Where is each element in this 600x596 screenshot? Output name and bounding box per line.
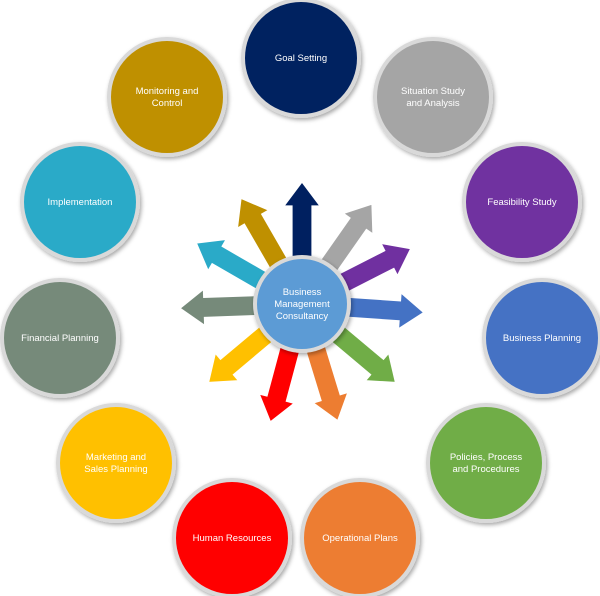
node-business-planning: Business Planning (482, 278, 600, 398)
node-label-line: Human Resources (193, 533, 272, 544)
node-implementation: Implementation (20, 142, 140, 262)
node-label: Human Resources (193, 533, 272, 544)
node-label-line: Goal Setting (275, 53, 327, 64)
arrow-to-policies-process (329, 325, 397, 384)
node-label-line: and Analysis (406, 98, 460, 109)
node-label: Feasibility Study (487, 197, 556, 208)
node-label-line: Monitoring and (136, 86, 199, 97)
arrow-to-feasibility-study (337, 242, 412, 293)
node-label: Operational Plans (322, 533, 398, 544)
arrow-to-implementation (195, 238, 268, 291)
arrows-layer (179, 181, 425, 423)
node-label: Implementation (48, 197, 113, 208)
arrow-to-financial-planning (179, 288, 257, 327)
arrow-to-situation-study (319, 203, 374, 273)
node-circle (300, 478, 420, 596)
node-label-line: Control (152, 98, 183, 109)
node-circle (462, 142, 582, 262)
node-circle (172, 478, 292, 596)
node-circle (373, 37, 493, 157)
node-circle (426, 403, 546, 523)
node-label-line: Business Planning (503, 333, 581, 344)
node-circle (482, 278, 600, 398)
node-label-line: Policies, Process (450, 452, 523, 463)
node-financial-planning: Financial Planning (0, 278, 120, 398)
arrow-to-goal-setting (282, 181, 322, 259)
node-circle (56, 403, 176, 523)
arrow-to-operational-plans (305, 344, 349, 422)
node-label-line: and Procedures (452, 464, 519, 475)
center-circle (253, 255, 351, 353)
node-label-line: Marketing and (86, 452, 146, 463)
node-operational-plans: Operational Plans (300, 478, 420, 596)
node-circle (0, 278, 120, 398)
node-label-line: Situation Study (401, 86, 465, 97)
center-label-line: Business (283, 287, 322, 298)
node-label-line: Sales Planning (84, 464, 147, 475)
node-label-line: Feasibility Study (487, 197, 556, 208)
arrow-to-monitoring-control (236, 197, 289, 270)
node-label-line: Implementation (48, 197, 113, 208)
node-human-resources: Human Resources (172, 478, 292, 596)
node-circle (20, 142, 140, 262)
node-label-line: Financial Planning (21, 333, 99, 344)
node-circle (241, 0, 361, 118)
node-label: Business Planning (503, 333, 581, 344)
node-label: Financial Planning (21, 333, 99, 344)
node-feasibility-study: Feasibility Study (462, 142, 582, 262)
node-label-line: Operational Plans (322, 533, 398, 544)
center-label-line: Consultancy (276, 311, 329, 322)
arrow-to-human-resources (258, 345, 301, 423)
arrow-to-business-planning (346, 291, 425, 330)
node-goal-setting: Goal Setting (241, 0, 361, 118)
arrow-to-marketing-sales (207, 325, 275, 384)
node-label: Goal Setting (275, 53, 327, 64)
node-circle (107, 37, 227, 157)
center-label-line: Management (274, 299, 330, 310)
